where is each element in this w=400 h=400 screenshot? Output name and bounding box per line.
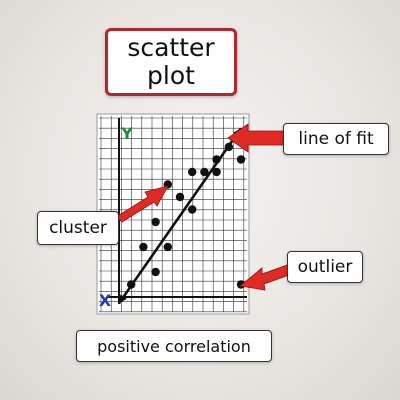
data-point: [151, 217, 160, 227]
title-line-2: plot: [147, 61, 195, 90]
grid-lines: [99, 116, 247, 313]
fit-line: [117, 127, 243, 304]
axes: [108, 118, 247, 304]
data-point: [175, 192, 185, 202]
fit-line-arrowhead-bottom: [119, 294, 127, 304]
positive-correlation-label: positive correlation: [76, 330, 272, 362]
arrow-cluster: [115, 185, 169, 223]
data-point: [151, 267, 160, 277]
title-card: scatter plot: [105, 28, 237, 96]
data-point: [188, 205, 197, 214]
data-point: [212, 167, 221, 177]
data-point: [188, 167, 197, 177]
title-line-1: scatter: [127, 33, 215, 62]
data-point: [163, 242, 172, 252]
line-of-fit-label: line of fit: [283, 123, 389, 155]
x-axis-letter: X: [99, 291, 112, 310]
y-axis-letter: Y: [120, 124, 133, 143]
data-point: [236, 155, 246, 164]
data-point: [139, 242, 148, 252]
cluster-label: cluster: [37, 211, 119, 245]
label-arrows: [115, 123, 293, 291]
outlier-label: outlier: [287, 251, 363, 283]
data-point: [200, 167, 209, 177]
arrow-line-of-fit: [227, 123, 286, 153]
